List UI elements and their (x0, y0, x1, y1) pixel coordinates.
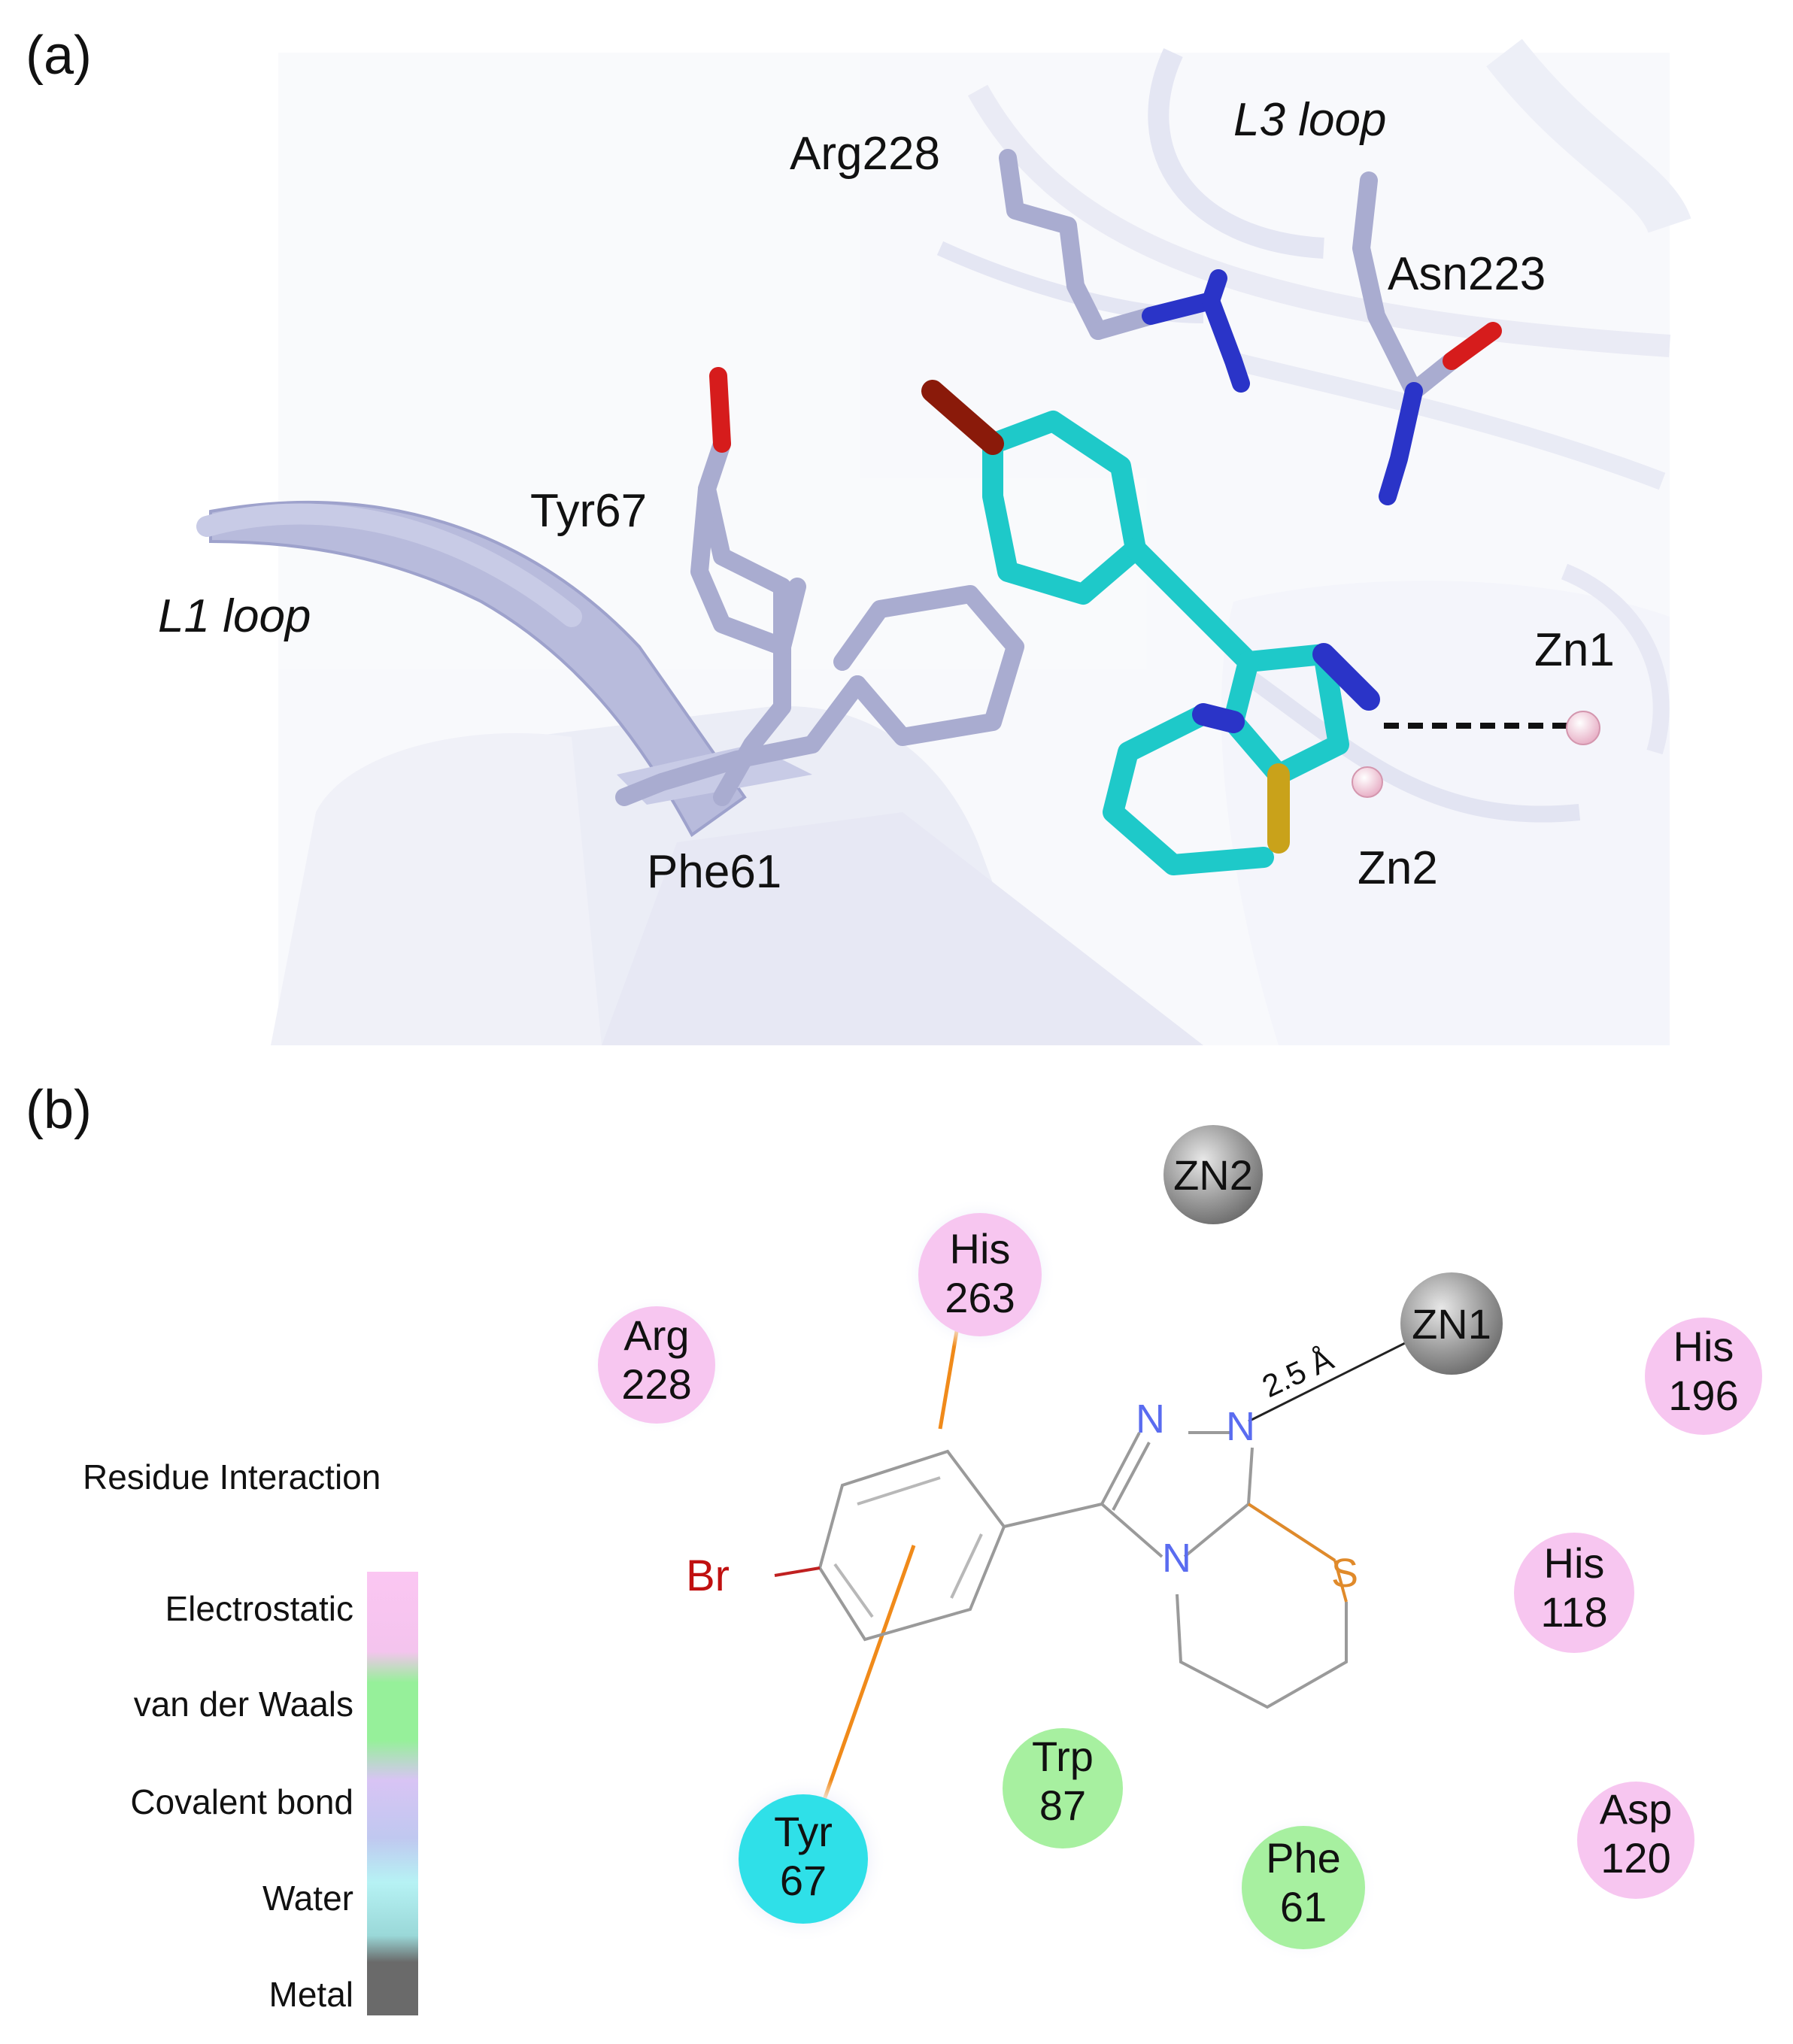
atom-n1: N (1136, 1397, 1165, 1442)
label-asn223: Asn223 (1388, 248, 1546, 300)
panel-b-label: (b) (26, 1080, 92, 1140)
panel-a-label: (a) (26, 26, 92, 86)
residue-name: His (1544, 1539, 1605, 1587)
atom-br: Br (686, 1551, 730, 1600)
metal-name: ZN1 (1412, 1300, 1491, 1348)
residue-number: 120 (1600, 1834, 1670, 1882)
metal-zn1: ZN1 (1400, 1272, 1503, 1375)
residue-number: 228 (621, 1360, 691, 1408)
label-l3-loop: L3 loop (1233, 94, 1386, 146)
residue-number: 61 (1280, 1883, 1327, 1930)
label-l1-loop: L1 loop (158, 590, 311, 642)
panel-b: (b) Residue Interaction Electrostatic va… (26, 1080, 1762, 2015)
zn1-sphere (1566, 711, 1600, 745)
residue-disks: Arg 228 His 263 His 196 His 118 (587, 1125, 1762, 1961)
residue-number: 196 (1668, 1372, 1738, 1419)
residue-name: His (1673, 1323, 1734, 1370)
zinc-ions (1352, 711, 1600, 798)
residue-number: 87 (1039, 1782, 1086, 1829)
legend-color-bar (367, 1572, 418, 2015)
legend-electrostatic: Electrostatic (165, 1589, 353, 1628)
residue-name: Trp (1032, 1733, 1094, 1780)
zn2-sphere (1352, 766, 1383, 798)
residue-his118: His 118 (1514, 1533, 1634, 1653)
residue-name: Asp (1600, 1785, 1673, 1833)
label-phe61: Phe61 (647, 846, 781, 898)
legend-vdw: van der Waals (134, 1685, 353, 1724)
residue-his263: His 263 (903, 1198, 1057, 1351)
residue-asp120: Asp 120 (1577, 1782, 1694, 1899)
residue-name: Tyr (774, 1808, 833, 1855)
residue-tyr67: Tyr 67 (719, 1775, 887, 1943)
ligand-sticks (921, 380, 1380, 875)
panel-a: (a) (26, 26, 1691, 1045)
metal-name: ZN2 (1173, 1151, 1253, 1199)
distance-label: 2.5 Å (1257, 1341, 1339, 1404)
residue-number: 263 (945, 1274, 1015, 1321)
atom-n2: N (1226, 1404, 1255, 1449)
residue-arg228: Arg 228 (587, 1296, 726, 1434)
label-zn2: Zn2 (1358, 842, 1438, 894)
atom-n3: N (1162, 1536, 1191, 1581)
label-tyr67: Tyr67 (530, 485, 647, 537)
label-zn1: Zn1 (1534, 624, 1615, 676)
ligand-2d (774, 1431, 1348, 1709)
pi-line-tyr67 (818, 1545, 916, 1813)
legend-water: Water (262, 1879, 353, 1918)
residue-name: Phe (1266, 1834, 1341, 1882)
protein-cartoon (271, 38, 1691, 1045)
legend-title: Residue Interaction (83, 1457, 381, 1497)
metal-zn2: ZN2 (1163, 1125, 1263, 1224)
residue-his196: His 196 (1645, 1318, 1762, 1435)
atom-s: S (1331, 1551, 1358, 1596)
legend-metal: Metal (269, 1975, 353, 2014)
residue-phe61: Phe 61 (1230, 1814, 1377, 1961)
residue-name: Arg (623, 1312, 689, 1359)
legend: Residue Interaction Electrostatic van de… (83, 1457, 418, 2015)
residue-number: 67 (780, 1857, 827, 1904)
residue-number: 118 (1540, 1588, 1607, 1636)
residue-name: His (950, 1225, 1011, 1272)
label-arg228: Arg228 (790, 128, 940, 180)
metal-line-zn1 (1248, 1333, 1422, 1423)
residue-trp87: Trp 87 (1003, 1728, 1123, 1848)
legend-covalent: Covalent bond (130, 1782, 353, 1821)
protein-sticks (615, 149, 1502, 806)
